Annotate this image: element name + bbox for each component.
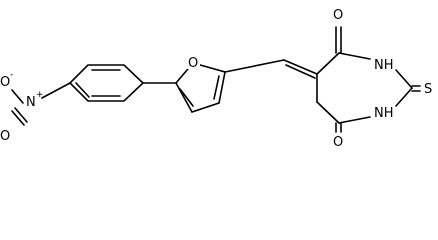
oxide-oxygen-label: O: [0, 75, 10, 90]
oxide-charge-label: -: [10, 70, 13, 80]
nitro-group-bonds: [11, 82, 71, 126]
carbonyl-oxygen-top-label: O: [333, 8, 343, 23]
bond-n-o-oxide: [11, 89, 24, 104]
nitro-charge-label: +: [36, 90, 44, 100]
furan-ring: [175, 62, 226, 113]
furan-oxygen-label: O: [188, 56, 198, 71]
nh-top-label: NH: [374, 58, 394, 73]
bond-n-o-double-1: [11, 110, 25, 126]
benzene-ring: [68, 64, 145, 102]
chemical-structure: O - N + O O O O NH NH S: [0, 8, 432, 147]
bond-n-o-double-2: [14, 107, 28, 123]
nh-bottom-label: NH: [374, 106, 394, 121]
thiobarbiturate-ring: [316, 26, 421, 133]
nitro-nitrogen-label: N: [26, 95, 36, 110]
bond-n-phenyl: [41, 82, 71, 99]
carbonyl-oxygen-bottom-label: O: [333, 135, 343, 147]
methylidene-linker: [224, 59, 318, 79]
nitro-oxygen-label: O: [0, 129, 10, 144]
thione-sulfur-label: S: [424, 82, 432, 97]
